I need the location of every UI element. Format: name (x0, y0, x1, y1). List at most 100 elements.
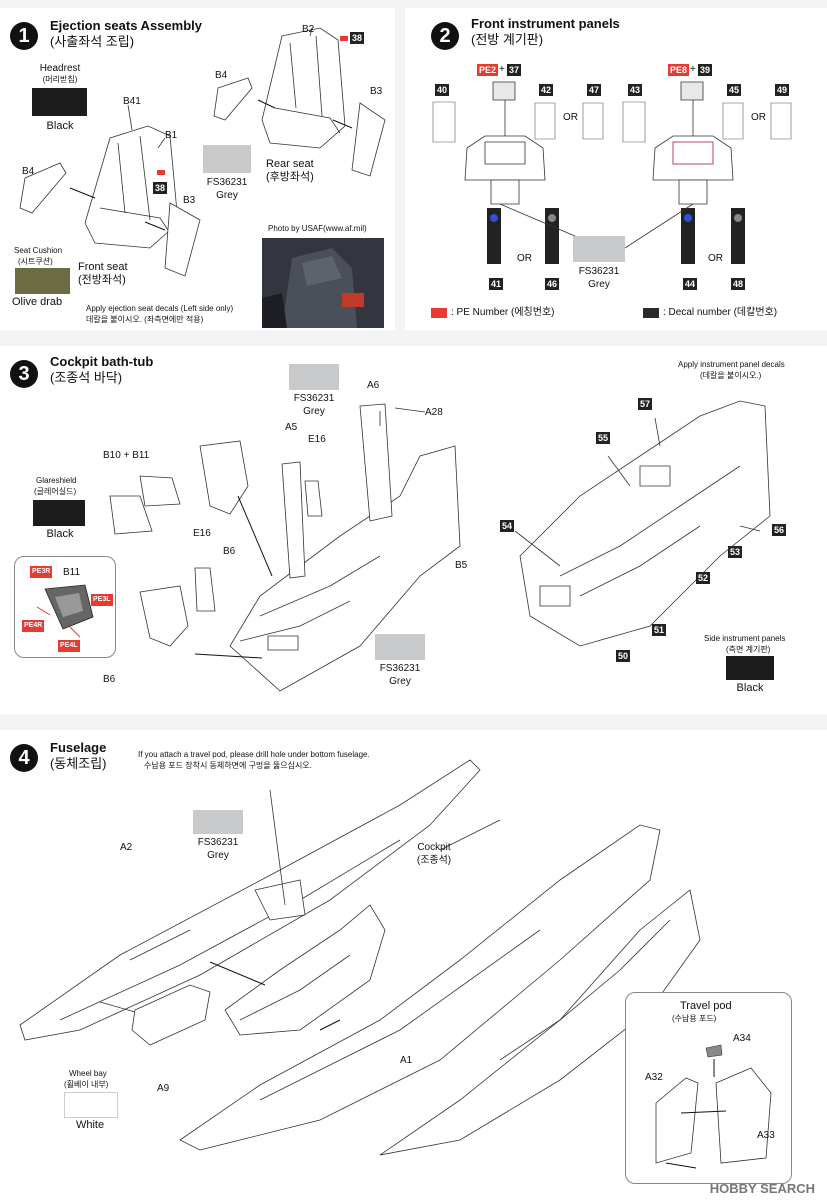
or-label-1: OR (563, 112, 578, 123)
grey-code-bottom: FS36231 (379, 663, 421, 674)
step1-panel: 1 Ejection seats Assembly (사출좌석 조립) Head… (0, 8, 395, 330)
cockpit-decal-view (520, 401, 770, 646)
b10-b11-label: B10 + B11 (103, 450, 150, 461)
step3-drawing (0, 346, 827, 714)
decal-40: 40 (435, 84, 450, 96)
step2-title: Front instrument panels (471, 16, 620, 31)
travel-pod-label-ko: (수납용 포드) (672, 1014, 717, 1023)
wheel-bay-label: Wheel bay (69, 1069, 107, 1078)
part-b4a: B4 (22, 166, 35, 177)
pe4r-badge: PE4R (22, 620, 45, 632)
grey-label: Grey (588, 279, 610, 290)
part-e16a: E16 (308, 434, 326, 445)
wheel-bay-label-ko: (휠베이 내부) (64, 1080, 109, 1089)
black-swatch-side (726, 656, 774, 680)
step3-title-ko: (조종석 바닥) (50, 370, 123, 385)
part-b6a: B6 (223, 546, 236, 557)
decal-note-ko: (데칼을 붙이시오.) (700, 371, 762, 380)
upper-fuselage-drawing (20, 760, 480, 1040)
white-label: White (75, 1119, 105, 1131)
part-a32: A32 (645, 1072, 663, 1083)
decal-41: 41 (489, 278, 504, 290)
decal-49: 49 (775, 84, 790, 96)
grey-code: FS36231 (206, 177, 248, 188)
part-a33: A33 (757, 1130, 775, 1141)
decal-38b: 38 (350, 32, 365, 44)
decal-44: 44 (683, 278, 698, 290)
grey-swatch (573, 236, 625, 262)
pe4l-badge: PE4L (58, 640, 80, 652)
grey-code: FS36231 (197, 837, 239, 848)
travel-pod-inset (625, 992, 792, 1184)
decal-39: 39 (698, 64, 713, 76)
decal-48: 48 (731, 278, 746, 290)
grey-label: Grey (216, 190, 238, 201)
step4-title: Fuselage (50, 740, 107, 755)
decal-42: 42 (539, 84, 554, 96)
white-swatch (64, 1092, 118, 1118)
step2-drawing (405, 8, 827, 264)
grey-swatch (203, 145, 251, 173)
part-b11: B11 (63, 567, 81, 578)
travel-pod-label: Travel pod (680, 1000, 732, 1012)
grey-label: Grey (207, 850, 229, 861)
cockpit-label-ko: (조종석) (416, 855, 452, 866)
step3-number: 3 (10, 360, 38, 388)
decal-legend-label: : Decal number (데칼번호) (663, 307, 778, 318)
headrest-label: Headrest (39, 63, 81, 74)
black-swatch (32, 88, 87, 116)
pe2-badge: PE2 (477, 64, 499, 76)
grey-swatch (193, 810, 243, 834)
glareshield-label-ko: (글레어실드) (34, 487, 77, 496)
part-b6b: B6 (103, 674, 116, 685)
decal-marker-38a (157, 170, 165, 175)
part-a6: A6 (367, 380, 380, 391)
pe8-badge: PE8 (668, 64, 690, 76)
part-b3b: B3 (370, 86, 383, 97)
decal-note-ko: 데칼을 붙이시오. (좌측면에만 적용) (86, 315, 204, 324)
part-a5: A5 (285, 422, 298, 433)
decal-47: 47 (587, 84, 602, 96)
step4-panel: 4 Fuselage (동체조립) If you attach a travel… (0, 730, 827, 1200)
pe3l-badge: PE3L (91, 594, 113, 606)
cockpit-label: Cockpit (417, 842, 451, 853)
part-b3a: B3 (183, 195, 196, 206)
step1-number: 1 (10, 22, 38, 50)
side-panels-label-ko: (측면 계기판) (726, 645, 771, 654)
decal-note: Apply instrument panel decals (678, 360, 785, 369)
step1-title: Ejection seats Assembly (50, 18, 202, 33)
seat-photo (262, 238, 384, 328)
decal-37: 37 (507, 64, 522, 76)
plus-sign-right: + (690, 64, 696, 75)
decal-45: 45 (727, 84, 742, 96)
cockpit-tub-drawing (230, 446, 460, 691)
decal-legend-swatch (643, 308, 659, 318)
part-b41: B41 (123, 96, 141, 107)
part-a34: A34 (733, 1033, 751, 1044)
part-a28: A28 (425, 407, 443, 418)
decal-marker-38b (340, 36, 348, 41)
pe3r-badge: PE3R (30, 566, 53, 578)
seat-cushion-label-ko: (시트쿠션) (18, 257, 53, 266)
grey-label-top: Grey (303, 406, 325, 417)
decal-note: Apply ejection seat decals (Left side on… (86, 304, 234, 313)
assembled-fuselage-drawing (380, 890, 700, 1155)
grey-swatch-top (289, 364, 339, 390)
part-e16b: E16 (193, 528, 211, 539)
decal-55: 55 (596, 432, 611, 444)
decal-52: 52 (696, 572, 711, 584)
rear-seat-label-ko: (후방좌석) (266, 171, 314, 183)
grey-code-top: FS36231 (293, 393, 335, 404)
or-label-3: OR (517, 253, 532, 264)
decal-54: 54 (500, 520, 515, 532)
or-label-2: OR (751, 112, 766, 123)
lower-fuselage-drawing (180, 825, 660, 1150)
decal-50: 50 (616, 650, 631, 662)
front-seat-label: Front seat (78, 261, 128, 273)
olive-swatch (15, 268, 70, 294)
decal-56: 56 (772, 524, 787, 536)
part-b4b: B4 (215, 70, 228, 81)
step2-panel: 2 Front instrument panels (전방 계기판) PE2 (405, 8, 827, 330)
black-label-side: Black (736, 682, 764, 694)
decal-57: 57 (638, 398, 653, 410)
